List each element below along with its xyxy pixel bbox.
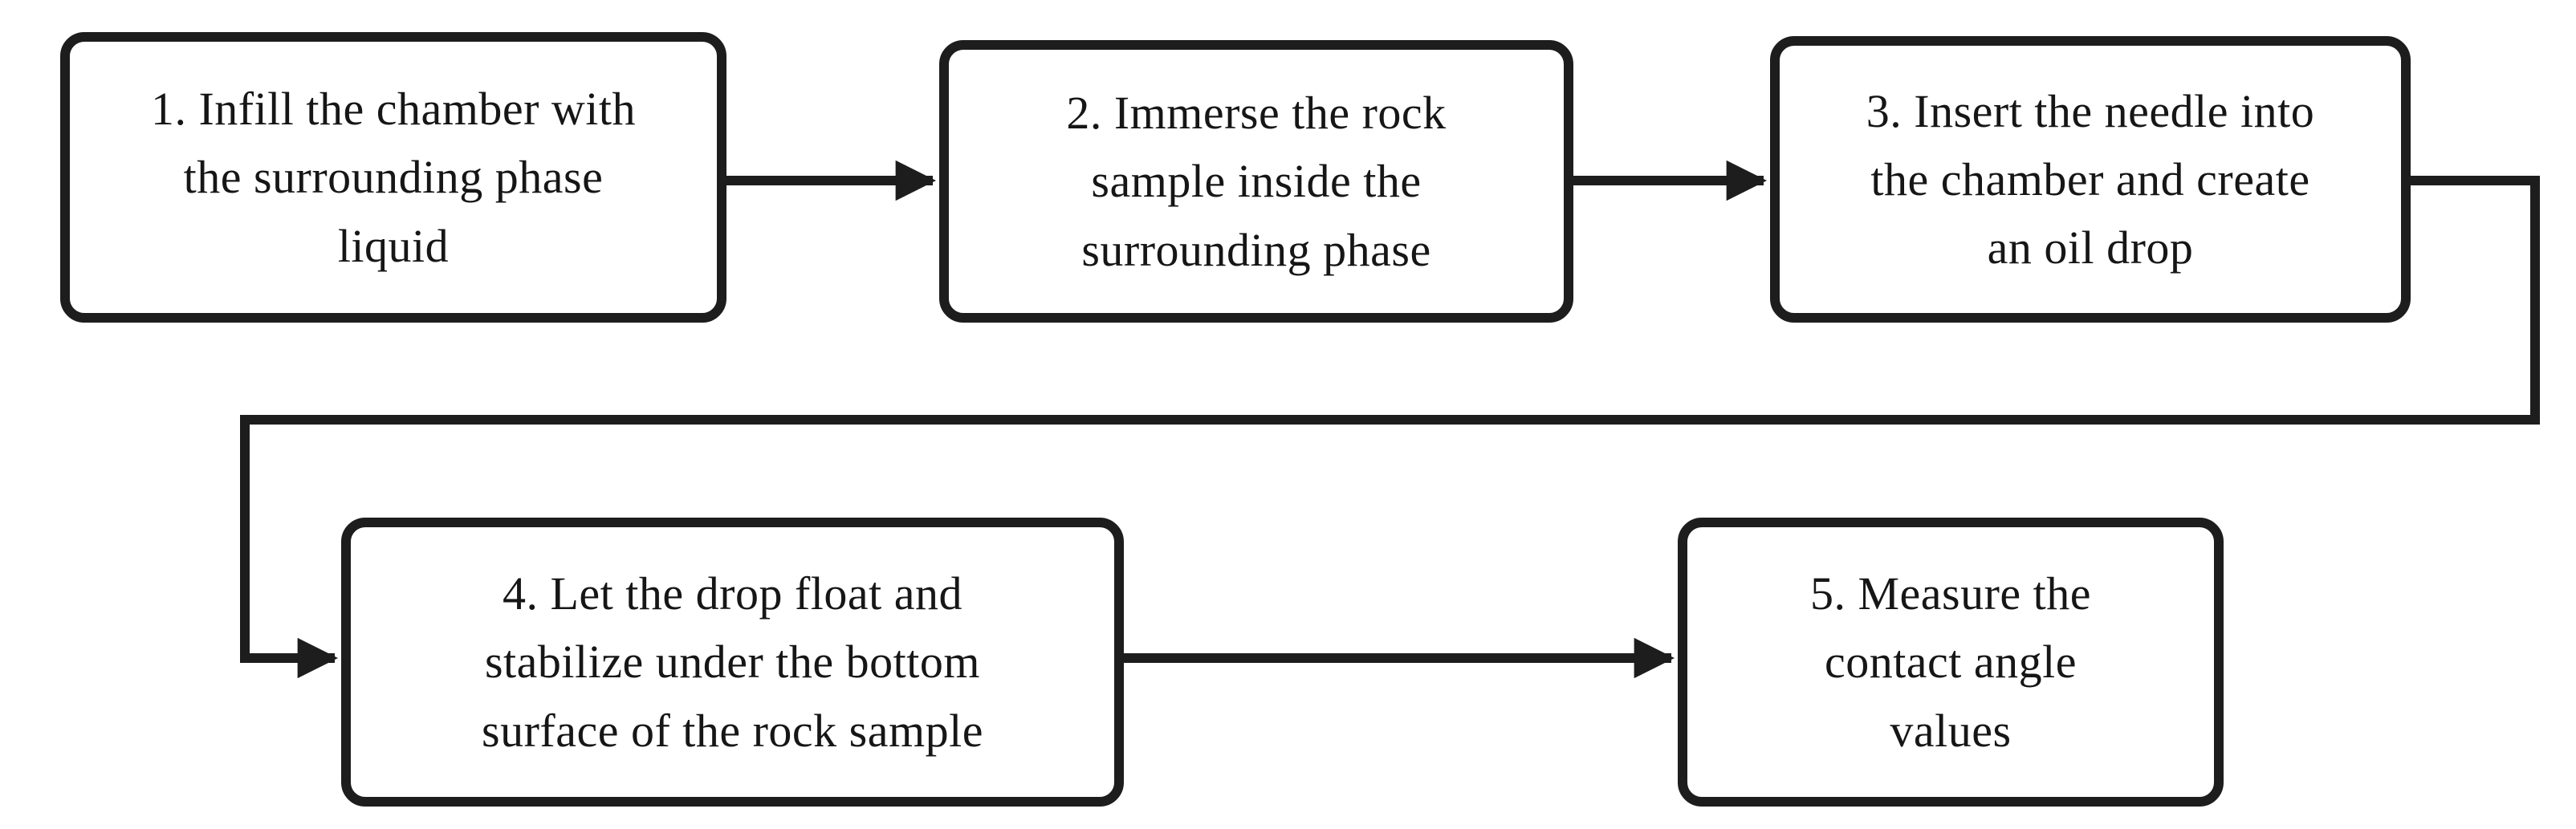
step-4-label: 4. Let the drop float and stabilize unde… [482,567,983,757]
step-3-box: 3. Insert the needle into the chamber an… [1770,36,2411,323]
step-4-box: 4. Let the drop float and stabilize unde… [341,518,1124,807]
step-5-label: 5. Measure the contact angle values [1809,567,2092,757]
step-3-label: 3. Insert the needle into the chamber an… [1866,84,2315,274]
step-2-box: 2. Immerse the rock sample inside the su… [939,40,1573,323]
step-2-label: 2. Immerse the rock sample inside the su… [1066,87,1447,276]
step-1-box: 1. Infill the chamber with the surroundi… [60,32,726,323]
step-5-box: 5. Measure the contact angle values [1678,518,2224,807]
step-1-label: 1. Infill the chamber with the surroundi… [150,83,637,272]
